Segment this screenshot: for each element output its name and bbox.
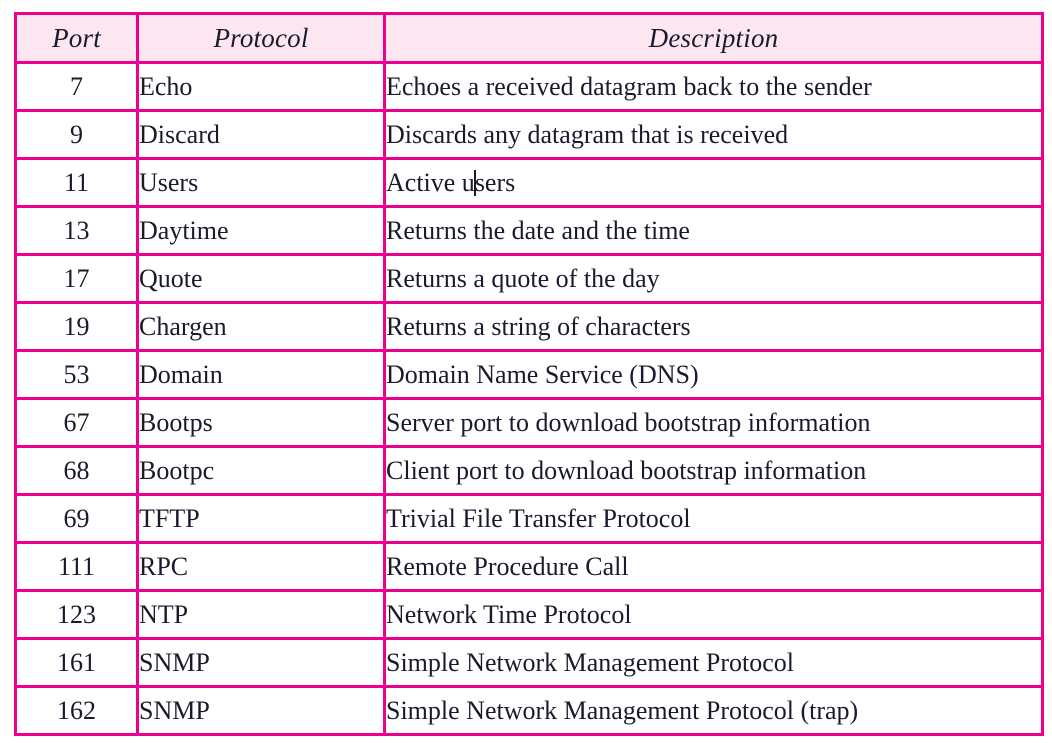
cell-port[interactable]: 68 bbox=[14, 445, 139, 496]
column-header-description: Description bbox=[383, 12, 1044, 64]
cell-protocol[interactable]: Quote bbox=[136, 253, 386, 304]
cell-protocol[interactable]: NTP bbox=[136, 589, 386, 640]
cell-protocol[interactable]: Bootpc bbox=[136, 445, 386, 496]
table-header-row: Port Protocol Description bbox=[14, 12, 1044, 64]
cell-protocol[interactable]: SNMP bbox=[136, 685, 386, 736]
column-header-port: Port bbox=[14, 12, 139, 64]
column-header-protocol: Protocol bbox=[136, 12, 386, 64]
cell-description[interactable]: Client port to download bootstrap inform… bbox=[383, 445, 1044, 496]
cell-description[interactable]: Active users bbox=[383, 157, 1044, 208]
cell-description[interactable]: Network Time Protocol bbox=[383, 589, 1044, 640]
cell-description[interactable]: Discards any datagram that is received bbox=[383, 109, 1044, 160]
cell-protocol[interactable]: Discard bbox=[136, 109, 386, 160]
description-text-after-caret: sers bbox=[474, 167, 516, 197]
cell-port[interactable]: 13 bbox=[14, 205, 139, 256]
cell-description[interactable]: Simple Network Management Protocol bbox=[383, 637, 1044, 688]
cell-description[interactable]: Trivial File Transfer Protocol bbox=[383, 493, 1044, 544]
cell-port[interactable]: 19 bbox=[14, 301, 139, 352]
cell-port[interactable]: 111 bbox=[14, 541, 139, 592]
cell-description[interactable]: Returns a quote of the day bbox=[383, 253, 1044, 304]
cell-protocol[interactable]: Users bbox=[136, 157, 386, 208]
cell-protocol[interactable]: Daytime bbox=[136, 205, 386, 256]
cell-port[interactable]: 9 bbox=[14, 109, 139, 160]
cell-description[interactable]: Domain Name Service (DNS) bbox=[383, 349, 1044, 400]
cell-protocol[interactable]: SNMP bbox=[136, 637, 386, 688]
cell-protocol[interactable]: Echo bbox=[136, 61, 386, 112]
cell-description[interactable]: Remote Procedure Call bbox=[383, 541, 1044, 592]
cell-description[interactable]: Server port to download bootstrap inform… bbox=[383, 397, 1044, 448]
cell-protocol[interactable]: TFTP bbox=[136, 493, 386, 544]
description-text-before-caret: Active u bbox=[386, 167, 475, 197]
cell-port[interactable]: 7 bbox=[14, 61, 139, 112]
text-cursor-caret bbox=[473, 169, 476, 196]
cell-description[interactable]: Returns a string of characters bbox=[383, 301, 1044, 352]
cell-port[interactable]: 161 bbox=[14, 637, 139, 688]
cell-protocol[interactable]: RPC bbox=[136, 541, 386, 592]
table-header: Port Protocol Description bbox=[14, 12, 1044, 64]
cell-port[interactable]: 69 bbox=[14, 493, 139, 544]
cell-protocol[interactable]: Domain bbox=[136, 349, 386, 400]
cell-port[interactable]: 67 bbox=[14, 397, 139, 448]
cell-port[interactable]: 17 bbox=[14, 253, 139, 304]
cell-description[interactable]: Echoes a received datagram back to the s… bbox=[383, 61, 1044, 112]
cell-port[interactable]: 53 bbox=[14, 349, 139, 400]
cell-port[interactable]: 11 bbox=[14, 157, 139, 208]
cell-protocol[interactable]: Bootps bbox=[136, 397, 386, 448]
description-text: Active users bbox=[386, 168, 515, 197]
cell-description[interactable]: Simple Network Management Protocol (trap… bbox=[383, 685, 1044, 736]
cell-description[interactable]: Returns the date and the time bbox=[383, 205, 1044, 256]
cell-port[interactable]: 123 bbox=[14, 589, 139, 640]
cell-port[interactable]: 162 bbox=[14, 685, 139, 736]
cell-protocol[interactable]: Chargen bbox=[136, 301, 386, 352]
